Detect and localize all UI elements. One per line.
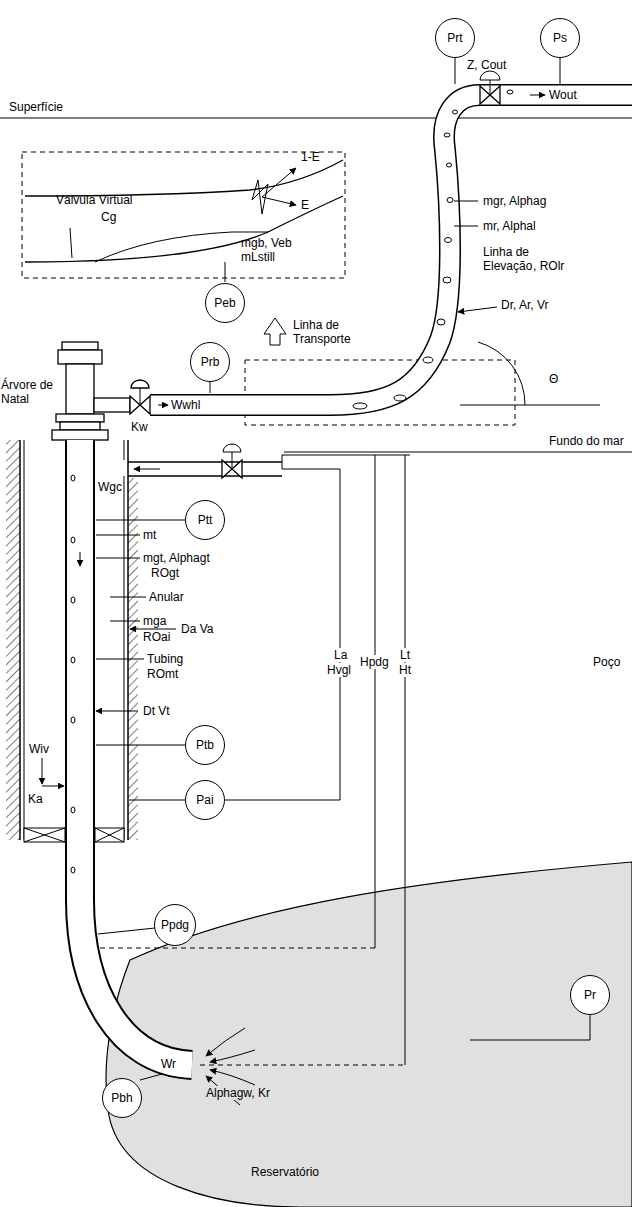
part-label: Linha de Transporte [292, 318, 366, 346]
part-label: mga [142, 614, 167, 628]
part-label: ROai [142, 630, 171, 644]
part-label: mgt, Alphagt [142, 551, 211, 565]
gauge-label: Ptt [198, 514, 213, 526]
part-label: Árvore de Natal [0, 378, 60, 406]
pressure-gauge: Pr [570, 975, 610, 1015]
part-label: Ka [27, 792, 44, 806]
part-label: Reservatório [250, 1165, 320, 1179]
part-label: mgb, Veb [240, 236, 293, 250]
pressure-gauge: Pai [185, 780, 225, 820]
part-label: Ht [398, 663, 412, 677]
pressure-gauge: Ptb [185, 725, 225, 765]
part-label: Alphagw, Kr [205, 1086, 271, 1100]
pressure-gauge: Ppdg [154, 904, 196, 946]
part-label: mLstill [240, 250, 276, 264]
gauge-label: Ppdg [161, 919, 189, 931]
pressure-gauge: Peb [205, 283, 245, 323]
part-label: , ROlr [532, 259, 565, 273]
part-label: mt [142, 528, 157, 542]
part-label: Da Va [180, 622, 214, 636]
part-label: ROgt [150, 566, 180, 580]
gauge-label: Ptb [196, 739, 214, 751]
part-label: Wr [160, 1057, 177, 1071]
gauge-label: Peb [214, 297, 235, 309]
part-label: ROmt [146, 667, 179, 681]
gauge-label: Pbh [111, 1092, 132, 1104]
gauge-label: Ps [553, 32, 567, 44]
part-label: Fundo do mar [548, 434, 625, 448]
part-label: E [300, 198, 310, 212]
gauge-label: Prb [201, 356, 220, 368]
part-label: Z, Cout [466, 58, 507, 72]
part-label: Superfície [8, 100, 64, 114]
part-label: Lt [399, 648, 411, 662]
part-label: Tubing [146, 652, 184, 666]
part-label: La [333, 648, 348, 662]
pressure-gauge: Ptt [185, 500, 225, 540]
part-label: Wwhl [170, 398, 201, 412]
gauge-label: Pr [584, 989, 596, 1001]
part-label: Dt Vt [142, 704, 171, 718]
part-label: 1-E [300, 150, 321, 164]
part-label: Dr, Ar, Vr [500, 298, 550, 312]
part-label: Poço [592, 655, 621, 669]
part-label: Válvula Virtual [55, 193, 134, 207]
part-label: Kw [130, 420, 149, 434]
pressure-gauge: Prt [435, 18, 475, 58]
pressure-gauge: Ps [540, 18, 580, 58]
part-label: Hvgl [326, 663, 352, 677]
part-label: Wiv [28, 742, 50, 756]
part-label: Cg [100, 210, 117, 224]
gauge-label: Prt [447, 32, 462, 44]
part-label: Wgc [97, 480, 123, 494]
pressure-gauge: Pbh [102, 1078, 142, 1118]
part-label: Θ [548, 372, 559, 386]
part-label: mgr, Alphag [482, 194, 547, 208]
part-label: Anular [148, 590, 185, 604]
part-label: Hpdg [359, 655, 390, 669]
gauge-label: Pai [196, 794, 213, 806]
part-label: mr, Alphal [482, 219, 537, 233]
part-label: Wout [548, 88, 578, 102]
pressure-gauge: Prb [190, 342, 230, 382]
